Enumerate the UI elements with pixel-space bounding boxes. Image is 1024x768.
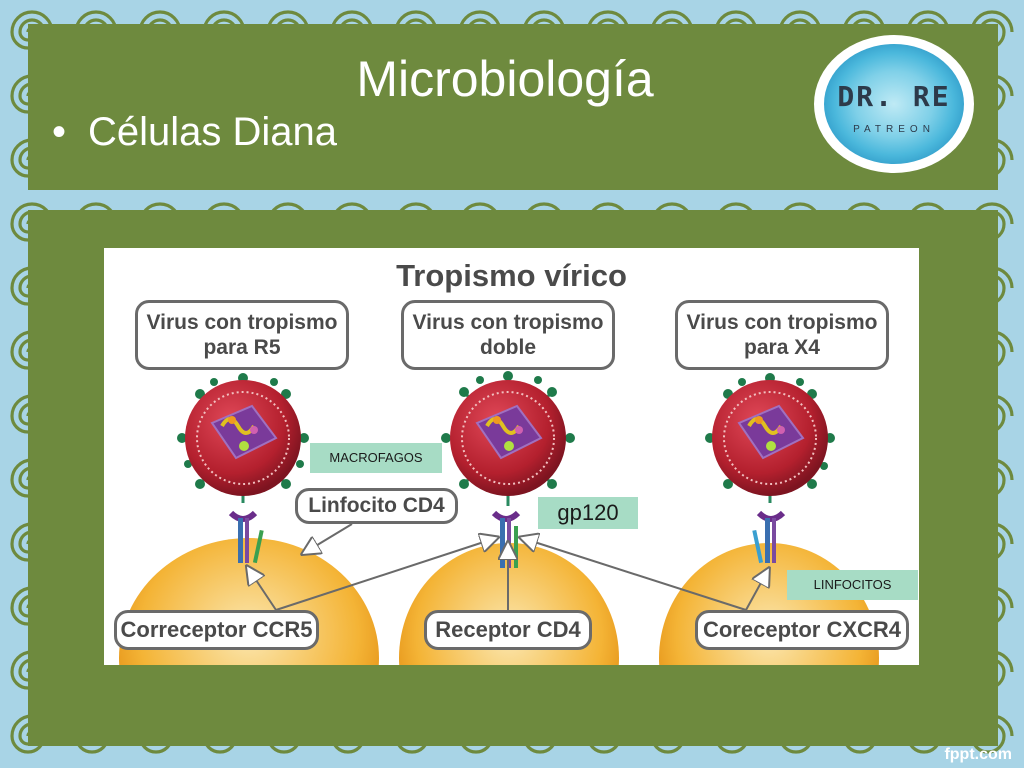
logo-name: DR. RE xyxy=(837,80,951,113)
label-cd4: Receptor CD4 xyxy=(424,610,592,650)
arrows xyxy=(248,523,768,611)
lymphocyte-label: Linfocito CD4 xyxy=(295,488,458,524)
label-ccr5: Correceptor CCR5 xyxy=(114,610,319,650)
virus-r5 xyxy=(177,373,309,503)
figure-title: Tropismo vírico xyxy=(396,258,627,293)
slide-title: Microbiología xyxy=(356,51,654,107)
virus-box-r5: Virus con tropismo para R5 xyxy=(135,300,349,370)
footer-brand: fppt.com xyxy=(944,746,1012,763)
receptor-cxcr4 xyxy=(752,510,786,564)
bullet-text: Células Diana xyxy=(88,110,338,154)
virus-dual xyxy=(441,371,575,506)
virus-box-dual: Virus con tropismo doble xyxy=(401,300,615,370)
logo-subtitle: PATREON xyxy=(853,124,935,135)
linfocitos-label: LINFOCITOS xyxy=(787,570,918,600)
bullet-marker: • xyxy=(52,110,67,154)
tropism-figure: Tropismo vírico Virus con tropismo para … xyxy=(104,248,919,665)
logo-watercolor xyxy=(814,35,974,173)
virus-box-x4: Virus con tropismo para X4 xyxy=(675,300,889,370)
bullet-item: • Células Diana xyxy=(52,110,337,155)
receptor-ccr5 xyxy=(228,510,264,564)
virus-x4 xyxy=(705,373,835,503)
label-cxcr4: Coreceptor CXCR4 xyxy=(695,610,909,650)
gp120-label: gp120 xyxy=(538,497,638,529)
macrofagos-label: MACROFAGOS xyxy=(310,443,442,473)
